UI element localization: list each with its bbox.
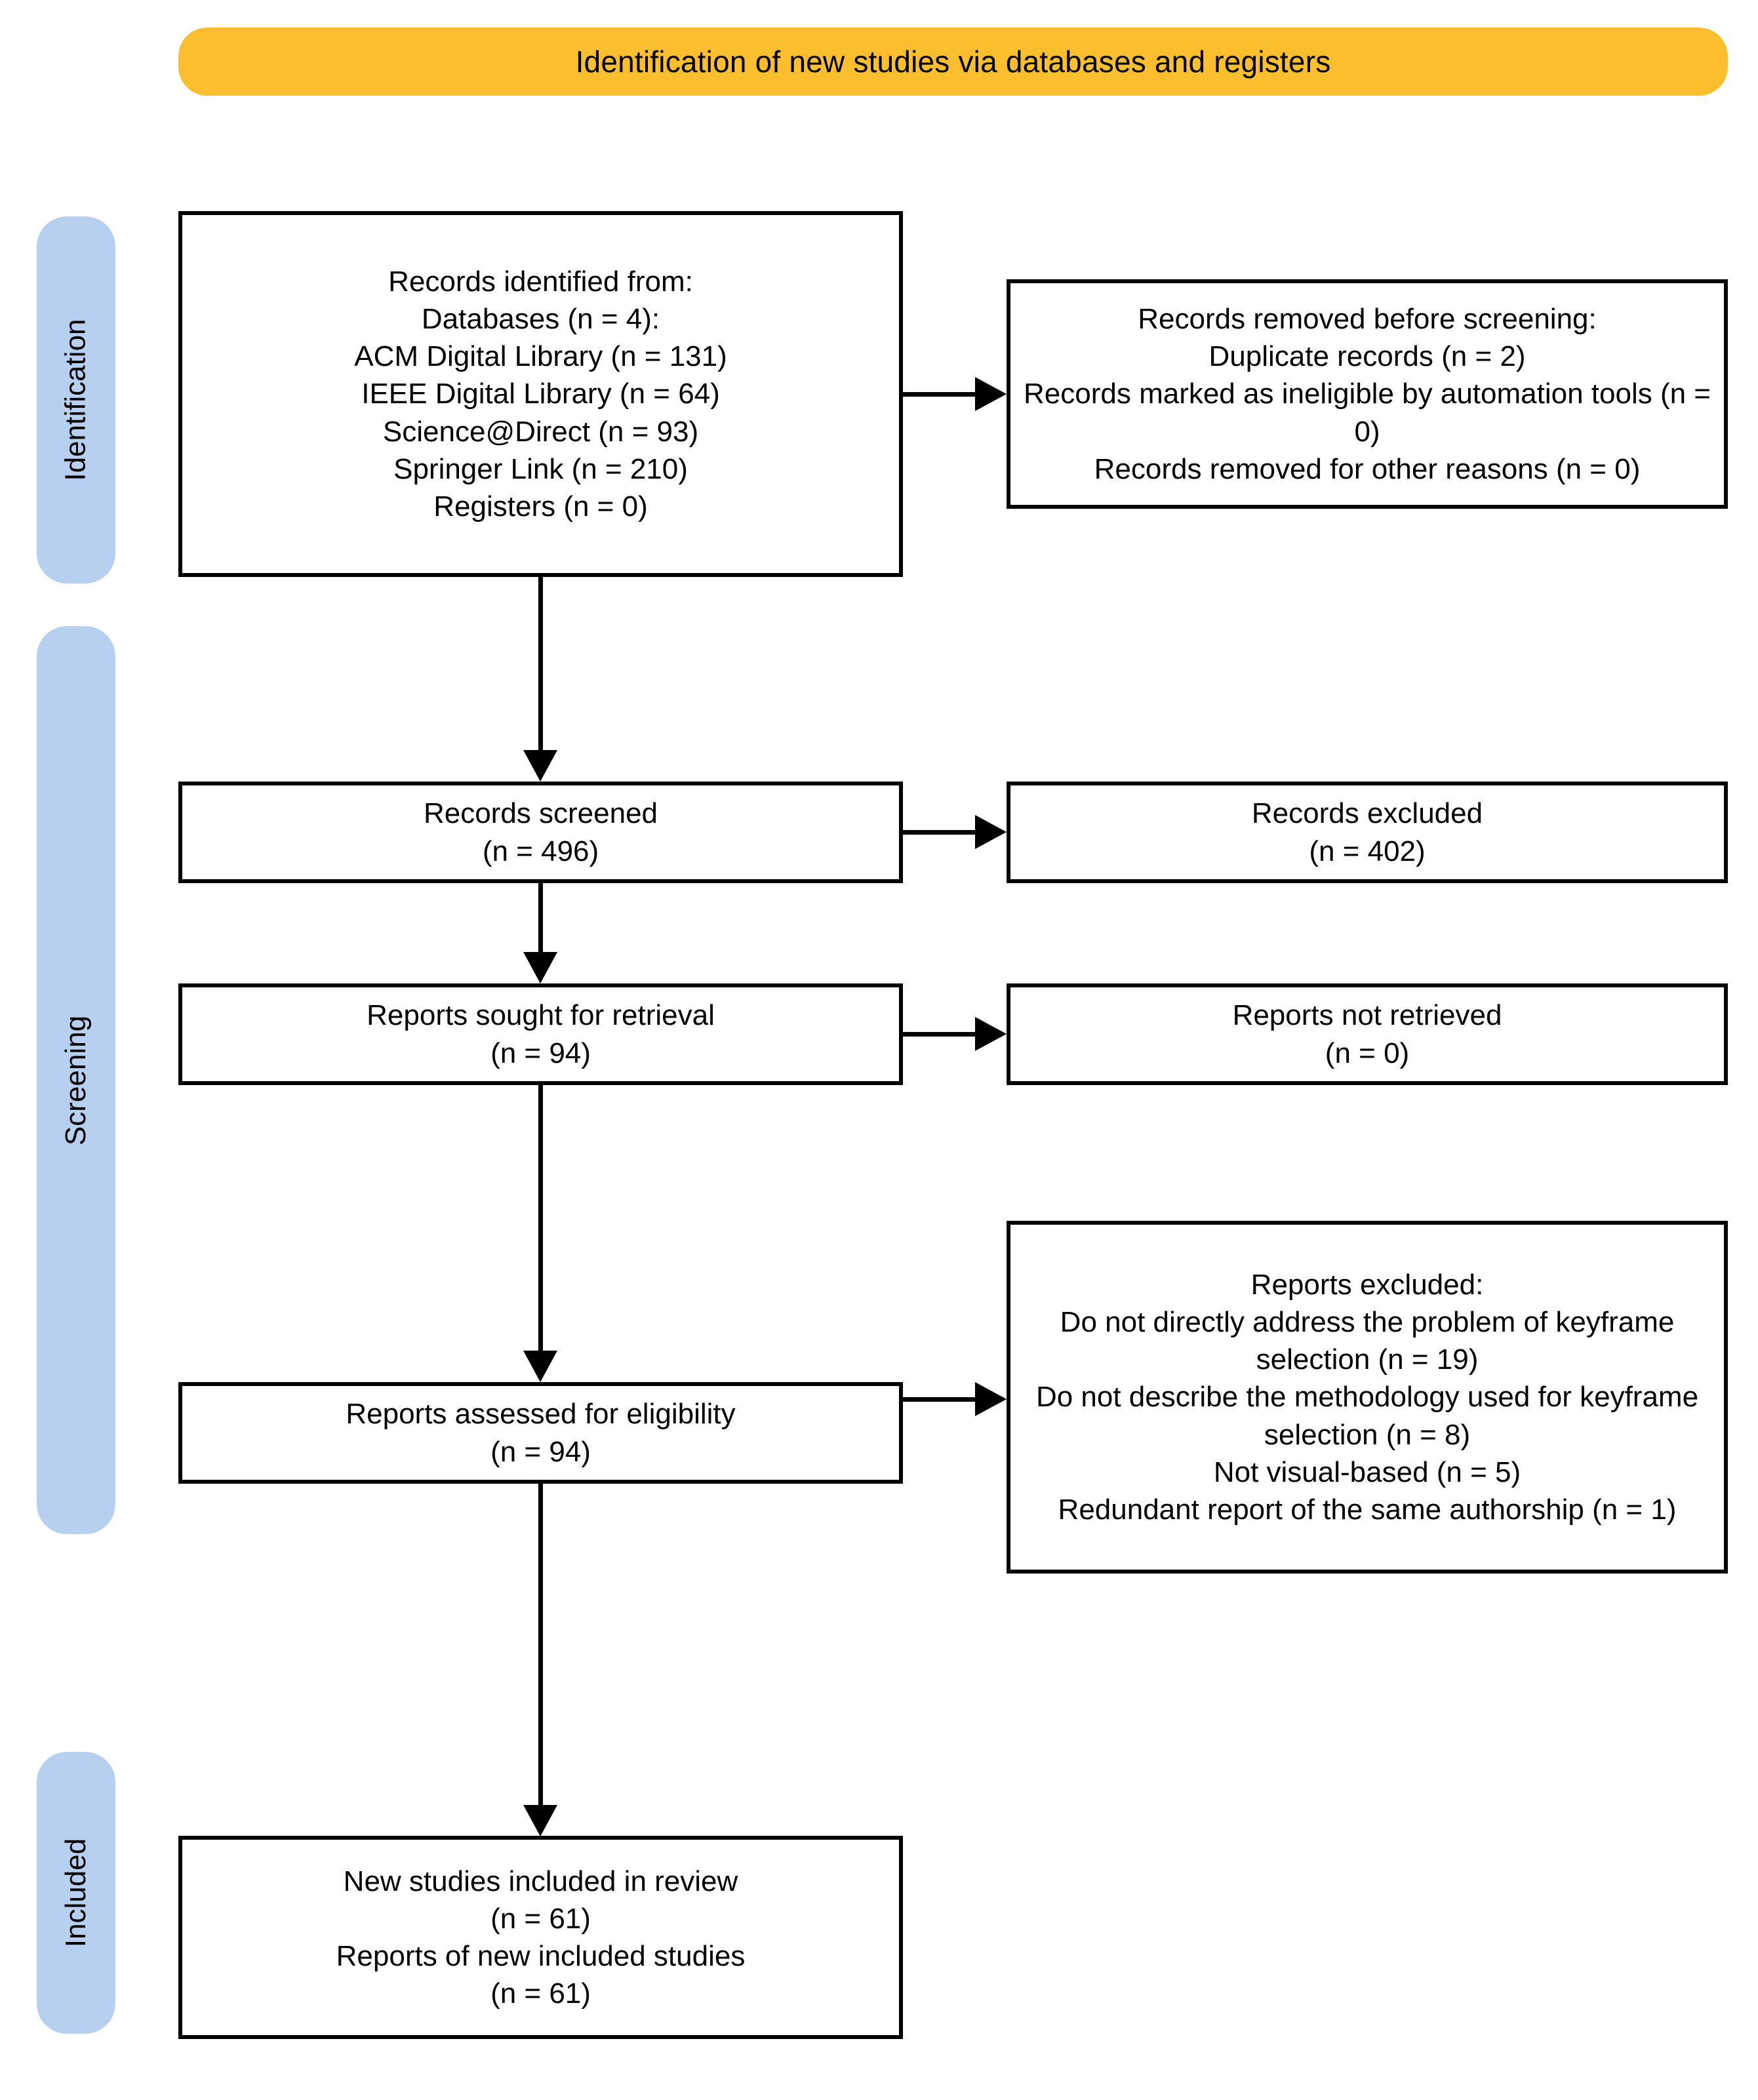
box-records-identified[interactable]: Records identified from: Databases (n = … [178, 211, 903, 577]
banner-title: Identification of new studies via databa… [575, 45, 1331, 79]
stage-identification-label: Identification [60, 319, 92, 481]
stage-screening: Screening [37, 626, 115, 1534]
reports-sought-line-2: (n = 94) [490, 1037, 591, 1069]
reports-not-retrieved-line-2: (n = 0) [1325, 1037, 1410, 1069]
records-screened-line-1: Records screened [423, 797, 658, 830]
reports-not-retrieved-line-1: Reports not retrieved [1232, 999, 1502, 1032]
stage-screening-label: Screening [60, 1015, 92, 1145]
records-screened-line-2: (n = 496) [482, 835, 599, 867]
reports-sought-line-1: Reports sought for retrieval [367, 999, 715, 1032]
connector-assessed-to-excluded [903, 1397, 975, 1402]
records-excluded-line-2: (n = 402) [1309, 835, 1426, 867]
box-reports-sought[interactable]: Reports sought for retrieval (n = 94) [178, 983, 903, 1085]
records-removed-line-2: Duplicate records (n = 2) [1209, 340, 1526, 373]
new-studies-line-4: (n = 61) [490, 1977, 591, 2010]
records-identified-line-2: Databases (n = 4): [421, 303, 660, 336]
connector-identified-to-removed [903, 392, 975, 397]
new-studies-line-3: Reports of new included studies [336, 1940, 746, 1972]
connector-identified-to-screened [538, 576, 543, 750]
arrowhead-screened-to-excluded [975, 815, 1007, 849]
arrowhead-sought-to-assessed [523, 1351, 557, 1382]
box-records-excluded[interactable]: Records excluded (n = 402) [1007, 782, 1728, 883]
reports-excluded-line-2: Do not directly address the problem of k… [1060, 1306, 1675, 1376]
records-removed-line-4: Records removed for other reasons (n = 0… [1094, 452, 1641, 485]
connector-assessed-to-included [538, 1484, 543, 1805]
diagram-banner: Identification of new studies via databa… [178, 28, 1728, 96]
new-studies-line-1: New studies included in review [343, 1865, 738, 1897]
connector-screened-to-excluded [903, 830, 975, 835]
connector-sought-to-not-retrieved [903, 1032, 975, 1037]
records-identified-line-4: IEEE Digital Library (n = 64) [361, 378, 720, 410]
records-identified-line-1: Records identified from: [388, 265, 693, 298]
records-identified-line-3: ACM Digital Library (n = 131) [354, 340, 727, 373]
arrowhead-identified-to-removed [975, 377, 1007, 411]
box-records-screened[interactable]: Records screened (n = 496) [178, 782, 903, 883]
records-identified-line-7: Registers (n = 0) [433, 490, 648, 523]
reports-excluded-line-5: Redundant report of the same authorship … [1058, 1493, 1677, 1526]
box-reports-excluded[interactable]: Reports excluded: Do not directly addres… [1007, 1221, 1728, 1574]
records-identified-line-5: Science@Direct (n = 93) [382, 415, 699, 448]
connector-sought-to-assessed [538, 1085, 543, 1351]
new-studies-line-2: (n = 61) [490, 1902, 591, 1935]
box-new-studies-included[interactable]: New studies included in review (n = 61) … [178, 1836, 903, 2039]
records-removed-line-1: Records removed before screening: [1138, 303, 1597, 336]
arrowhead-assessed-to-included [523, 1805, 557, 1836]
arrowhead-identified-to-screened [523, 750, 557, 782]
stage-included-label: Included [60, 1838, 92, 1948]
reports-excluded-line-1: Reports excluded: [1250, 1268, 1484, 1301]
arrowhead-assessed-to-excluded [975, 1382, 1007, 1416]
connector-screened-to-sought [538, 883, 543, 952]
arrowhead-screened-to-sought [523, 952, 557, 983]
box-records-removed[interactable]: Records removed before screening: Duplic… [1007, 279, 1728, 509]
reports-excluded-line-4: Not visual-based (n = 5) [1213, 1456, 1521, 1488]
reports-assessed-line-2: (n = 94) [490, 1435, 591, 1468]
records-removed-line-3: Records marked as ineligible by automati… [1024, 378, 1711, 448]
stage-included: Included [37, 1752, 115, 2034]
reports-assessed-line-1: Reports assessed for eligibility [346, 1398, 736, 1431]
box-reports-not-retrieved[interactable]: Reports not retrieved (n = 0) [1007, 983, 1728, 1085]
stage-identification: Identification [37, 216, 115, 584]
records-identified-line-6: Springer Link (n = 210) [393, 452, 688, 485]
reports-excluded-line-3: Do not describe the methodology used for… [1035, 1381, 1699, 1451]
arrowhead-sought-to-not-retrieved [975, 1017, 1007, 1051]
records-excluded-line-1: Records excluded [1251, 797, 1483, 830]
box-reports-assessed[interactable]: Reports assessed for eligibility (n = 94… [178, 1382, 903, 1484]
